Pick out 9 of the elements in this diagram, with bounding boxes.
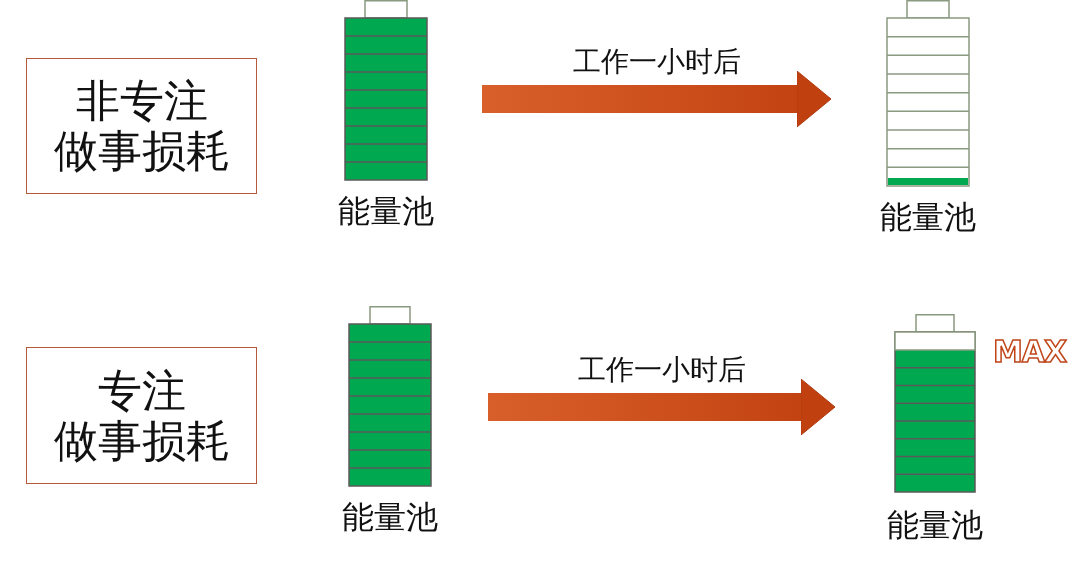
text-box: 非专注 做事损耗 bbox=[26, 58, 257, 194]
battery-caption: 能量池 bbox=[880, 197, 976, 238]
battery-caption: 能量池 bbox=[342, 497, 438, 538]
arrow bbox=[488, 378, 836, 436]
battery-caption: 能量池 bbox=[887, 505, 983, 546]
text-box: 专注 做事损耗 bbox=[26, 347, 257, 484]
max-label: MAX bbox=[993, 334, 1067, 369]
arrow bbox=[482, 70, 832, 128]
battery-caption: 能量池 bbox=[338, 191, 434, 232]
